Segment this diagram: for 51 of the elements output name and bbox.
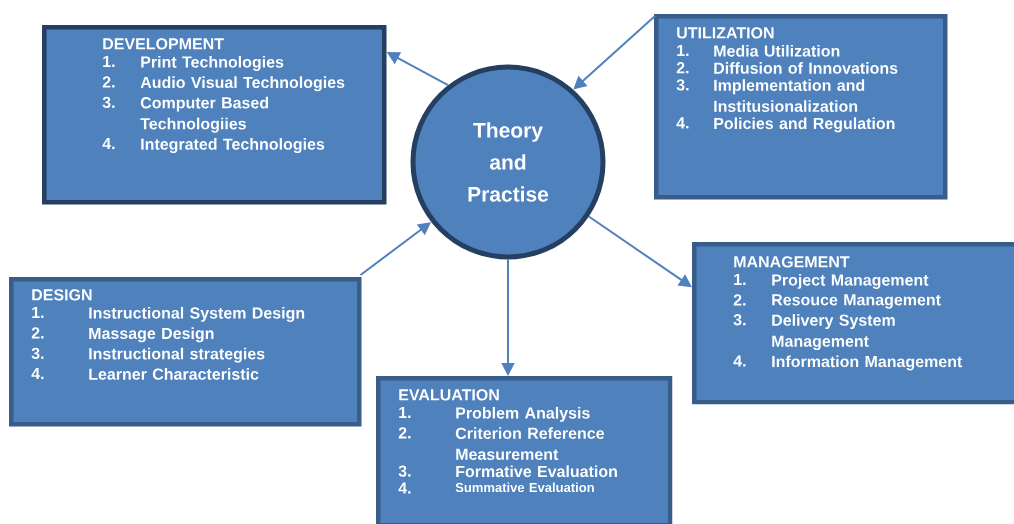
list-number: 1. <box>734 273 746 285</box>
list-item: Integrated Technologies <box>141 138 325 154</box>
list-box <box>692 242 1014 405</box>
list-item: Media Utilization <box>714 44 840 57</box>
list-number: 3. <box>398 465 411 477</box>
list-number: 4. <box>31 368 44 380</box>
list-item: Formative Evaluation <box>456 465 617 478</box>
list-number: 3. <box>676 79 689 91</box>
list-number: 3. <box>31 347 44 360</box>
list-item: Summative Evaluation <box>455 482 594 493</box>
list-item: Delivery System Management <box>772 314 895 351</box>
list-number: 1. <box>103 55 115 67</box>
list-number: 1. <box>32 306 44 318</box>
list-item: Information Management <box>772 355 963 371</box>
list-item: Implementation and Institusionalization <box>714 79 865 112</box>
list-number: 4. <box>676 117 689 129</box>
list-box <box>376 376 673 524</box>
list-number: 2. <box>733 294 746 306</box>
list-number: 4. <box>733 355 746 367</box>
list-number: 2. <box>398 427 411 439</box>
list-box <box>654 14 948 200</box>
list-item: Project Management <box>772 273 929 289</box>
list-number: 3. <box>102 96 115 109</box>
list-item: Print Technologies <box>141 55 284 71</box>
list-number: 4. <box>398 482 411 494</box>
list-item: Diffusion of Innovations <box>714 62 898 74</box>
list-item: Resouce Management <box>772 294 941 309</box>
box-heading: EVALUATION <box>399 389 499 401</box>
arrow <box>573 15 656 90</box>
list-number: 2. <box>102 76 115 88</box>
list-item: Problem Analysis <box>456 406 590 422</box>
list-item: Criterion Reference Measurement <box>455 427 604 460</box>
list-item: Learner Characteristic <box>89 368 259 380</box>
list-item: Instructional System Design <box>89 306 305 322</box>
box-heading: MANAGEMENT <box>734 256 850 268</box>
box-heading: DESIGN <box>32 289 92 301</box>
list-number: 2. <box>31 327 44 339</box>
list-number: 2. <box>676 62 689 74</box>
list-item: Policies and Regulation <box>714 117 895 133</box>
list-box <box>9 277 362 427</box>
box-heading: DEVELOPMENT <box>103 38 224 50</box>
list-item: Instructional strategies <box>89 347 265 363</box>
list-item: Massage Design <box>89 327 214 343</box>
box-heading: UTILIZATION <box>677 27 774 39</box>
list-item: Computer Based Technologiies <box>140 96 269 133</box>
list-number: 4. <box>102 138 115 150</box>
list-number: 1. <box>399 406 411 418</box>
list-number: 1. <box>677 44 689 56</box>
list-number: 3. <box>733 314 746 326</box>
list-item: Audio Visual Technologies <box>140 76 345 92</box>
list-box <box>42 25 387 205</box>
